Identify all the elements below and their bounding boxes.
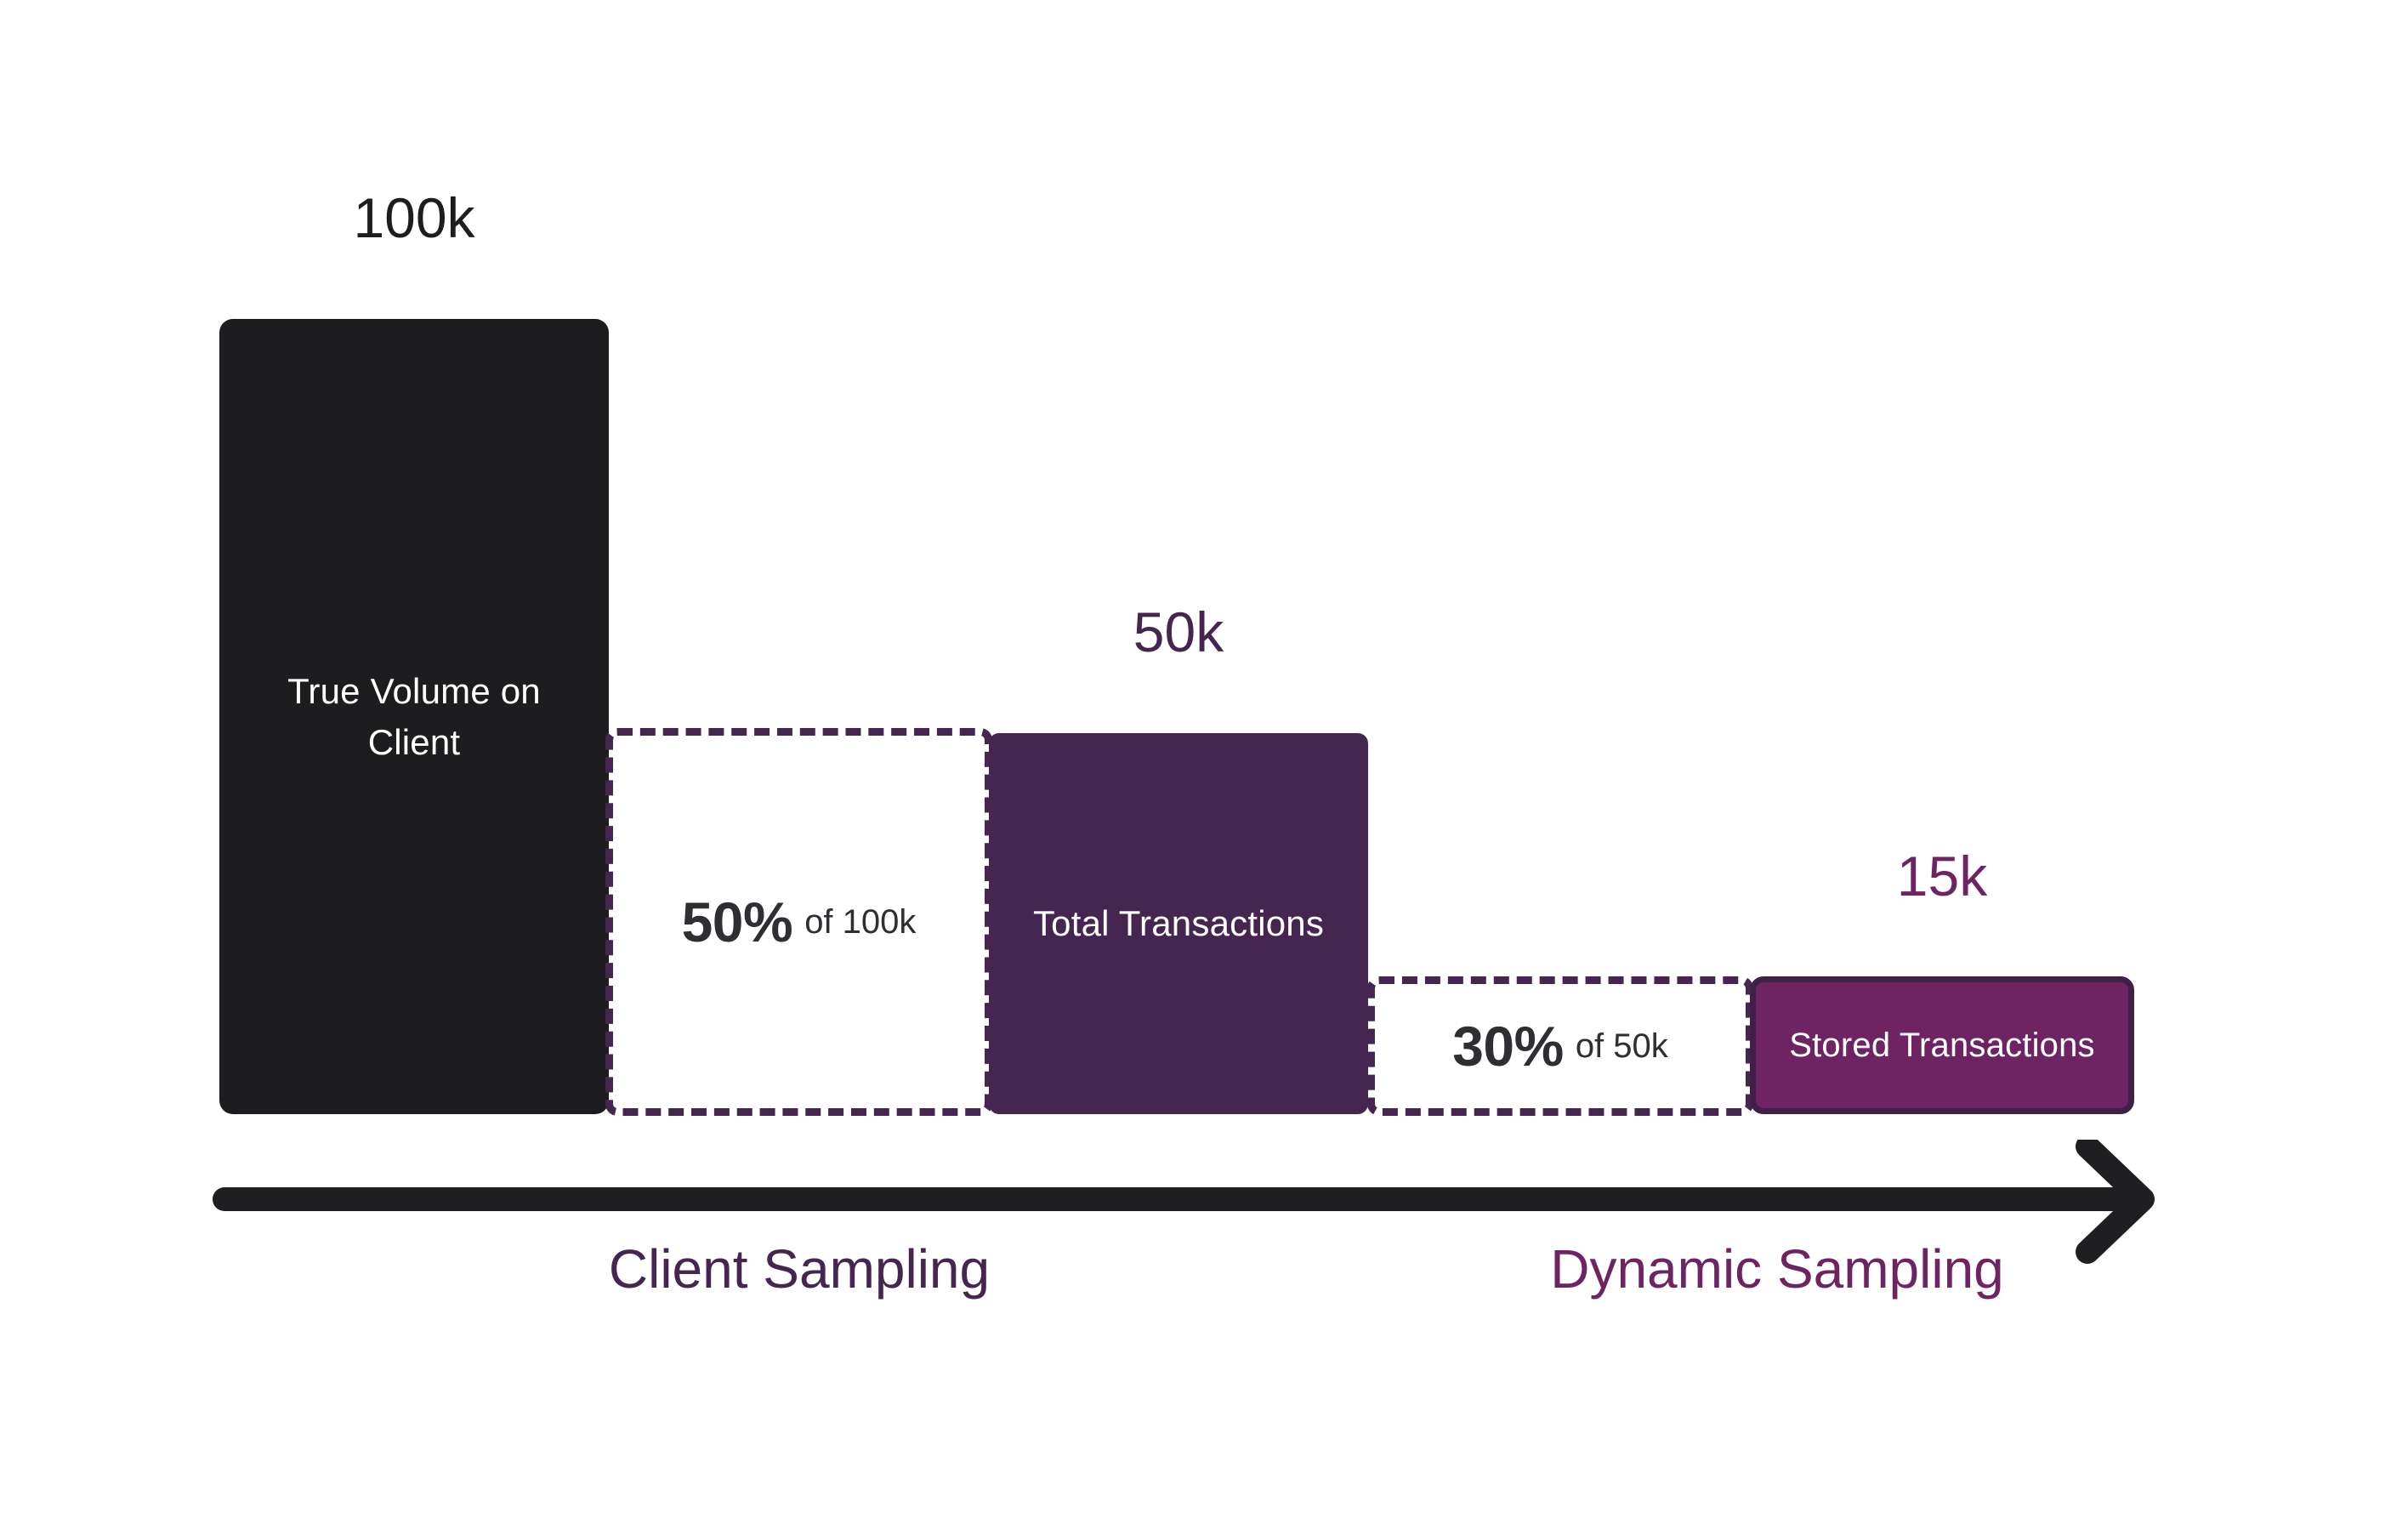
- value-caption-total-transactions: 50k: [1133, 600, 1224, 663]
- right-arrow-icon: [213, 1140, 2155, 1264]
- reduction-base-client: of 100k: [804, 902, 917, 941]
- reduction-box-client-sampling: 50% of 100k: [605, 728, 992, 1116]
- reduction-box-dynamic-sampling: 30% of 50k: [1367, 976, 1753, 1116]
- reduction-percent-client: 50%: [681, 890, 793, 953]
- bar-label-true-volume: True Volume on Client: [287, 670, 541, 762]
- value-caption-true-volume: 100k: [353, 186, 475, 249]
- bar-true-volume-on-client: True Volume on Client: [219, 319, 609, 1114]
- bar-total-transactions: Total Transactions: [989, 733, 1368, 1114]
- bar-label-total-transactions: Total Transactions: [1032, 903, 1325, 944]
- phase-label-dynamic-sampling: Dynamic Sampling: [1550, 1238, 2004, 1300]
- value-caption-stored-transactions: 15k: [1896, 845, 1988, 907]
- bar-label-stored-transactions: Stored Transactions: [1789, 1027, 2095, 1064]
- bar-stored-transactions: Stored Transactions: [1750, 976, 2134, 1114]
- reduction-percent-dynamic: 30%: [1452, 1015, 1564, 1078]
- phase-label-client-sampling: Client Sampling: [608, 1238, 991, 1300]
- reduction-base-dynamic: of 50k: [1575, 1027, 1668, 1065]
